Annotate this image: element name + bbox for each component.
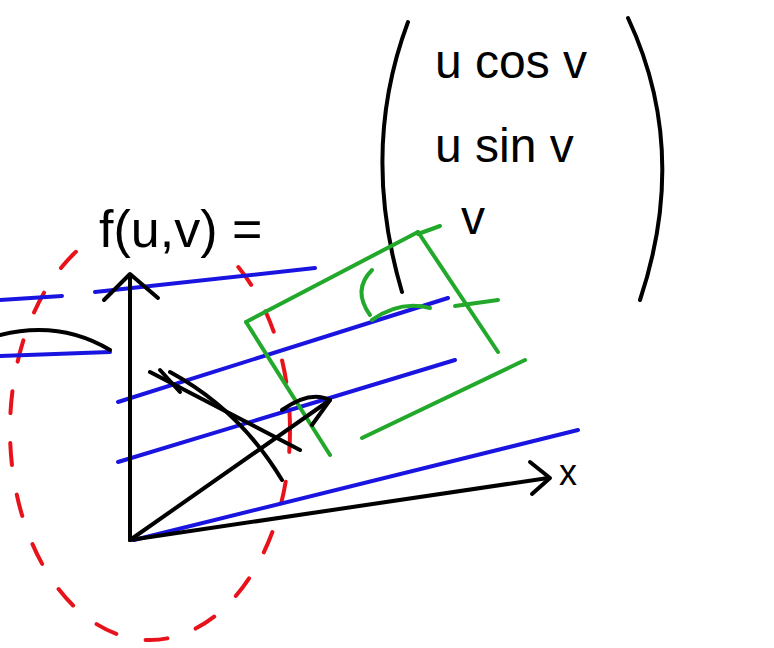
green-patch (246, 226, 525, 455)
rulings (0, 268, 578, 540)
left-parenthesis (382, 22, 408, 292)
axes (0, 274, 550, 540)
vector-component: u sin v (432, 118, 577, 173)
dashed-circle (10, 220, 290, 640)
vector-component: v (458, 190, 488, 245)
vector-component: u cos v (432, 34, 590, 89)
function-name: f(u,v) = (96, 200, 265, 260)
right-parenthesis (628, 18, 662, 300)
axis-label: x (556, 452, 580, 493)
